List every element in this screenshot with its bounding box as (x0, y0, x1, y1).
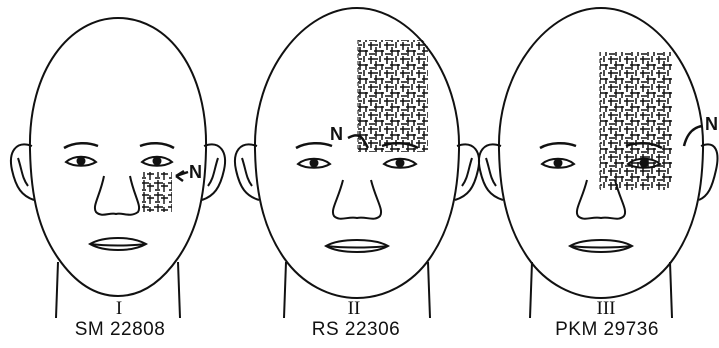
panel-numeral-iii: III (576, 298, 636, 320)
marker-label-ii: N (330, 124, 343, 145)
patient-id-ii: RS 22306 (276, 319, 436, 341)
panel-numeral-i: I (89, 298, 149, 320)
lesion-patch-i (142, 172, 172, 212)
marker-arrow-iii (684, 126, 702, 146)
marker-label-iii: N (705, 114, 718, 135)
marker-label-i: N (189, 162, 202, 183)
face-iii (479, 8, 717, 318)
lesion-patch-ii (358, 40, 428, 152)
patient-id-iii: PKM 29736 (527, 319, 687, 341)
face-ii (235, 8, 479, 318)
patient-id-i: SM 22808 (40, 319, 200, 341)
lesion-patch-iii (600, 52, 672, 190)
panel-numeral-ii: II (324, 298, 384, 320)
